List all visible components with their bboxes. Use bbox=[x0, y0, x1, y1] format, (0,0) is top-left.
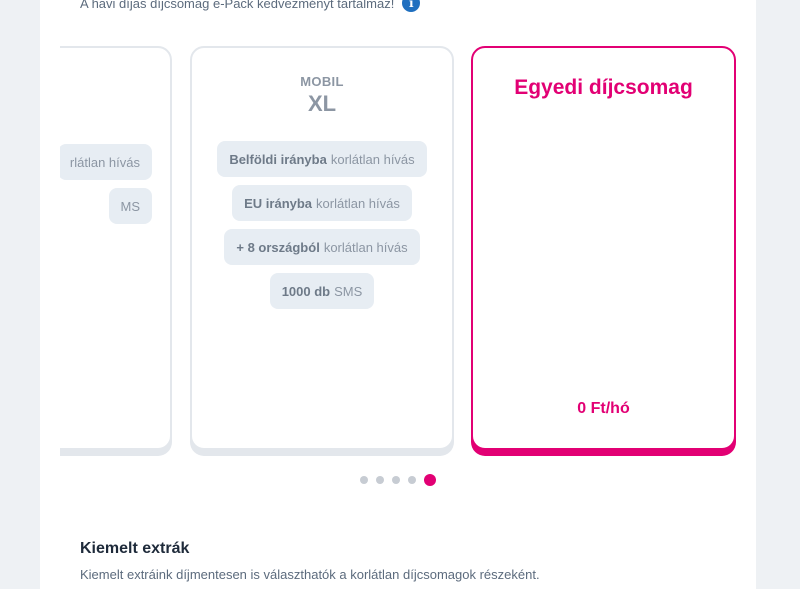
custom-package-price: 0 Ft/hó bbox=[577, 400, 630, 417]
feature-chip-bold: + 8 országból bbox=[236, 239, 320, 255]
extras-title: Kiemelt extrák bbox=[80, 540, 190, 557]
carousel-pagination bbox=[40, 474, 756, 486]
package-carousel[interactable]: rlátlan hívás MS MOBIL XL Belföldi irány… bbox=[60, 40, 756, 460]
feature-chip: MS bbox=[108, 188, 152, 224]
feature-chip-text: korlátlan hívás bbox=[323, 239, 408, 255]
content-panel: A havi díjas díjcsomag e-Pack kedvezmény… bbox=[40, 0, 756, 589]
pagination-dot-5-active[interactable] bbox=[424, 474, 436, 486]
epack-note-text: A havi díjas díjcsomag e-Pack kedvezmény… bbox=[80, 0, 395, 11]
package-features: Belföldi irányba korlátlan hívás EU irán… bbox=[192, 141, 452, 309]
feature-chip: Belföldi irányba korlátlan hívás bbox=[217, 141, 427, 177]
package-card-mobil-xl[interactable]: MOBIL XL Belföldi irányba korlátlan hívá… bbox=[190, 46, 454, 450]
epack-note: A havi díjas díjcsomag e-Pack kedvezmény… bbox=[80, 0, 421, 12]
custom-package-title: Egyedi díjcsomag bbox=[514, 76, 693, 99]
feature-chip-text: korlátlan hívás bbox=[330, 151, 415, 167]
feature-chip-bold: EU irányba bbox=[244, 195, 313, 211]
pagination-dot-4[interactable] bbox=[408, 476, 416, 484]
feature-chip: + 8 országból korlátlan hívás bbox=[224, 229, 420, 265]
feature-chip: 1000 db SMS bbox=[269, 273, 375, 309]
package-name: XL bbox=[307, 91, 337, 116]
feature-chip-text: korlátlan hívás bbox=[316, 195, 400, 211]
extras-description: Kiemelt extráink díjmentesen is választh… bbox=[80, 567, 540, 582]
feature-chip-text: rlátlan hívás bbox=[69, 154, 140, 170]
package-category: MOBIL bbox=[300, 74, 344, 89]
feature-chip-text: MS bbox=[120, 198, 141, 214]
feature-chip-bold: 1000 db bbox=[281, 283, 331, 299]
package-card-custom[interactable]: Egyedi díjcsomag 0 Ft/hó bbox=[471, 46, 736, 450]
feature-chip-bold: Belföldi irányba bbox=[229, 151, 327, 167]
feature-chip: EU irányba korlátlan hívás bbox=[232, 185, 412, 221]
pagination-dot-3[interactable] bbox=[392, 476, 400, 484]
feature-chip-text: SMS bbox=[334, 283, 363, 299]
info-icon[interactable]: i bbox=[402, 0, 421, 12]
pagination-dot-2[interactable] bbox=[376, 476, 384, 484]
previous-card-features: rlátlan hívás MS bbox=[60, 144, 152, 224]
feature-chip: rlátlan hívás bbox=[60, 144, 152, 180]
package-card-previous[interactable]: rlátlan hívás MS bbox=[60, 46, 172, 450]
pagination-dot-1[interactable] bbox=[360, 476, 368, 484]
